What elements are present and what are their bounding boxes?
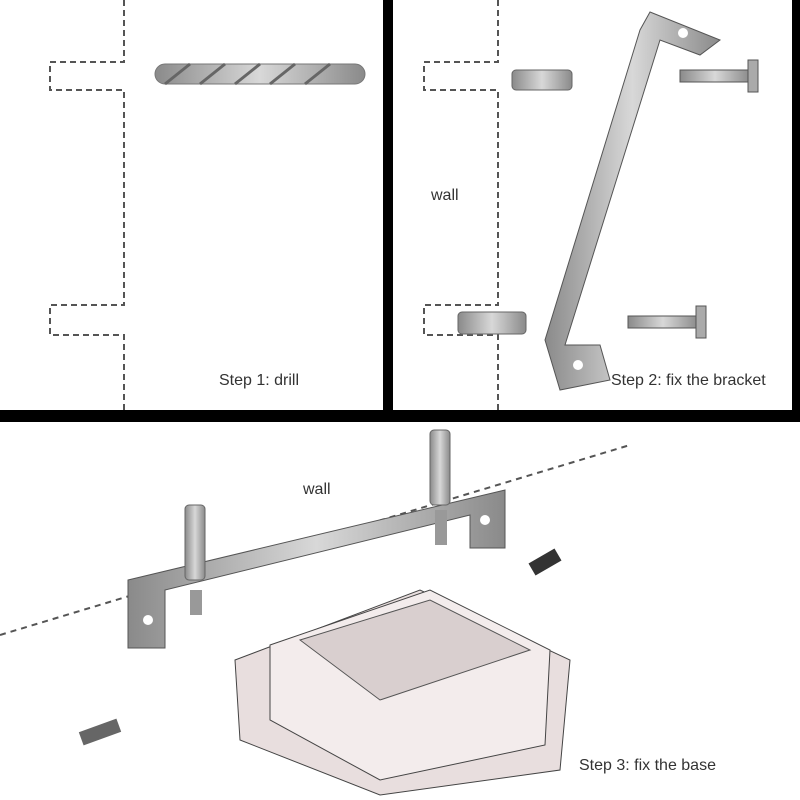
bracket-hole-icon [678, 28, 688, 38]
wall-label-base: wall [303, 481, 331, 498]
vertical-divider [383, 0, 393, 412]
screw-icon [627, 59, 759, 339]
wall-plug-icon-vertical [184, 429, 451, 615]
bracket-hole-icon [480, 515, 490, 525]
wall-plug-icon [457, 69, 573, 335]
step2-caption: Step 2: fix the bracket [611, 372, 766, 389]
bracket-icon-base [127, 489, 506, 649]
bracket-icon [544, 11, 722, 391]
wall-label: wall [431, 187, 459, 204]
bracket-hole-icon [573, 360, 583, 370]
step1-caption: Step 1: drill [219, 372, 300, 389]
drill-bit-icon [154, 62, 366, 86]
horizontal-divider [0, 410, 800, 422]
bracket-hole-icon [143, 615, 153, 625]
step3-caption: Step 3: fix the base [579, 757, 716, 774]
wall-outline-2 [423, 0, 499, 410]
base-box-icon [234, 589, 571, 796]
right-border [792, 0, 800, 412]
wall-outline-1 [49, 0, 125, 410]
machine-screw-icon [78, 548, 562, 746]
